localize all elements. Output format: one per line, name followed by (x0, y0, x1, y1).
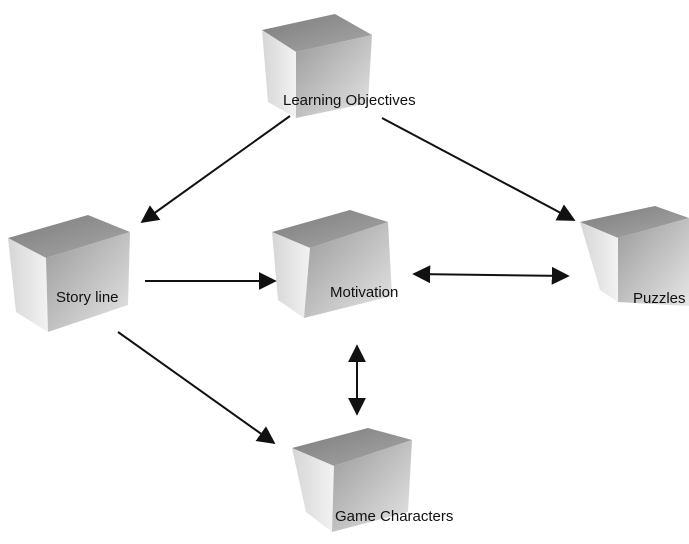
cube-game-characters (292, 428, 412, 532)
cube-learning-objectives (262, 14, 372, 118)
arrow-learning-objectives-to-puzzles (381, 117, 576, 221)
arrow-learning-objectives-to-story-line (140, 115, 291, 224)
cube-motivation (272, 210, 392, 318)
cube-puzzles (580, 206, 689, 306)
node-label-learning-objectives: Learning Objectives (283, 92, 416, 109)
node-label-game-characters: Game Characters (335, 508, 454, 525)
node-label-puzzles: Puzzles (633, 290, 686, 307)
arrow-story-line-to-game-characters (117, 331, 276, 445)
arrow-motivation-puzzles (412, 265, 570, 285)
node-label-story-line: Story line (56, 289, 119, 306)
node-label-motivation: Motivation (330, 284, 399, 301)
cube-story-line (8, 215, 130, 332)
